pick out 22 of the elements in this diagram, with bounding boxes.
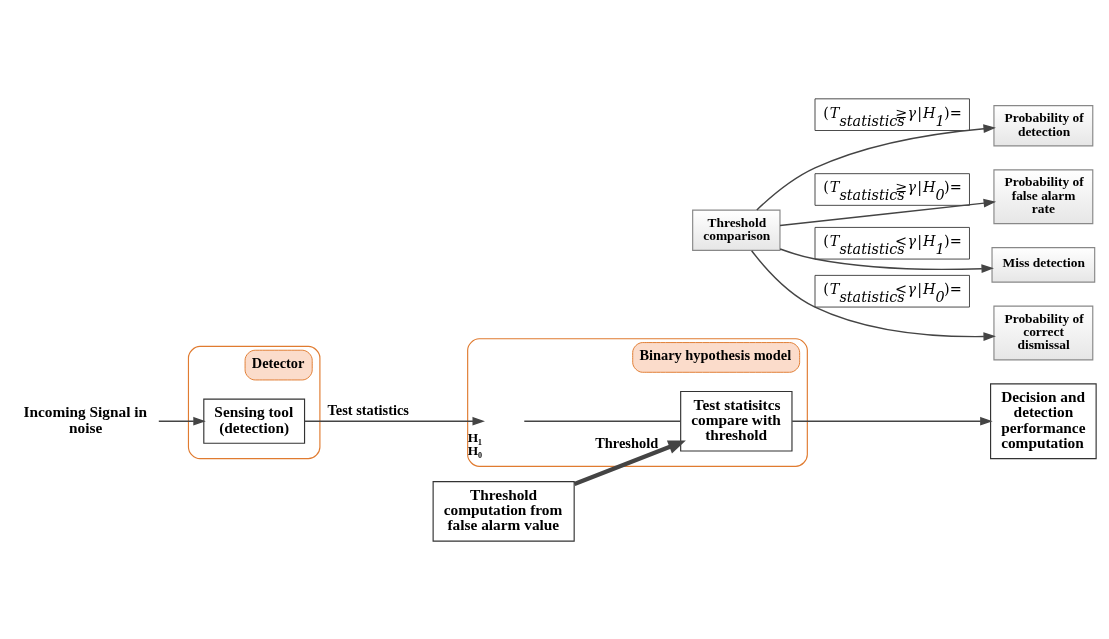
- node-box: Miss detection: [991, 246, 1096, 283]
- arrow: [303, 416, 485, 426]
- arrow: [750, 249, 996, 341]
- node-box: Threshold computation from false alarm value: [432, 480, 575, 542]
- node-box: Probability of detection: [993, 104, 1094, 146]
- node-box: Threshold comparison: [692, 209, 781, 251]
- node-box: Probability of false alarm rate: [993, 168, 1094, 224]
- arrow: [779, 198, 997, 226]
- arrow: [779, 247, 994, 273]
- arrow: [158, 416, 206, 426]
- arrow: [573, 440, 686, 486]
- arrow: [756, 123, 996, 211]
- connector: [523, 420, 682, 422]
- edge-label: Threshold: [595, 434, 659, 451]
- node-box: Decision and detection performance computation: [990, 382, 1097, 459]
- arrow: [791, 416, 993, 426]
- edge-label: Test statistics: [327, 401, 409, 418]
- node-text: Incoming Signal in noise: [23, 402, 148, 436]
- node-label: H₁: [467, 429, 483, 445]
- node-box: Test statisitcs compare with threshold: [680, 390, 793, 452]
- node-box: Probability of correct dismissal: [993, 305, 1094, 360]
- node-box: Sensing tool (detection): [203, 398, 306, 444]
